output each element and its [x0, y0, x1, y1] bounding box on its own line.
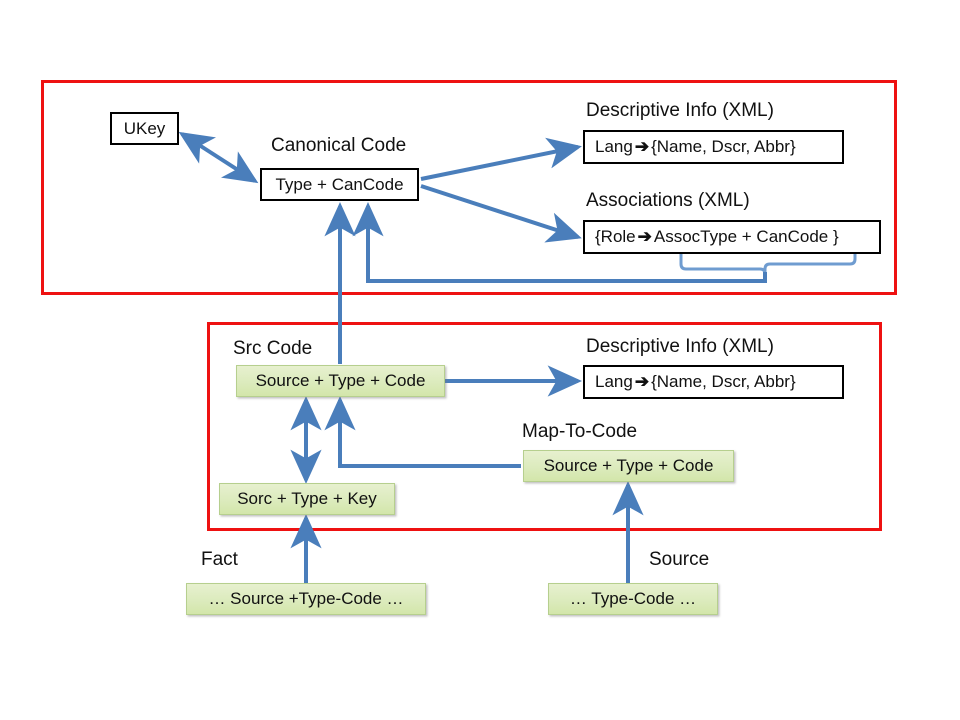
fact-caption: Fact	[201, 549, 238, 570]
rightwards-arrow-icon: ➔	[634, 137, 650, 156]
map-to-code-box[interactable]: Source + Type + Code	[523, 450, 734, 482]
canonical-layer-group	[41, 80, 897, 295]
ukey-box-label: UKey	[123, 118, 166, 138]
map-to-code-caption: Map-To-Code	[522, 421, 638, 442]
sorc-type-key-box[interactable]: Sorc + Type + Key	[219, 483, 395, 515]
fact-box[interactable]: … Source +Type-Code …	[186, 583, 426, 615]
rightwards-arrow-icon: ➔	[634, 372, 650, 391]
source-descinfo-left: Lang	[595, 372, 633, 391]
src-code-box[interactable]: Source + Type + Code	[236, 365, 445, 397]
canonical-descriptive-info-box[interactable]: Lang ➔ {Name, Dscr, Abbr}	[583, 130, 844, 164]
associations-right: AssocType + CanCode }	[653, 227, 839, 246]
canonical-descriptive-info-caption: Descriptive Info (XML)	[586, 100, 774, 121]
fact-box-label: … Source +Type-Code …	[208, 589, 404, 608]
source-descinfo-right: {Name, Dscr, Abbr}	[651, 372, 796, 391]
rightwards-arrow-icon: ➔	[637, 227, 652, 246]
canonical-descinfo-left: Lang	[595, 137, 633, 156]
associations-caption: Associations (XML)	[586, 190, 750, 211]
canonical-code-box-label: Type + CanCode	[275, 174, 404, 194]
sorc-type-key-box-label: Sorc + Type + Key	[237, 489, 377, 508]
map-to-code-box-label: Source + Type + Code	[543, 456, 714, 475]
associations-box[interactable]: {Role ➔ AssocType + CanCode }	[583, 220, 881, 254]
source-descriptive-info-box[interactable]: Lang ➔ {Name, Dscr, Abbr}	[583, 365, 844, 399]
canonical-code-caption: Canonical Code	[271, 135, 407, 156]
source-box-label: … Type-Code …	[569, 589, 697, 608]
associations-left: {Role	[595, 227, 636, 246]
canonical-code-box[interactable]: Type + CanCode	[260, 168, 419, 201]
src-code-caption: Src Code	[233, 338, 313, 359]
src-code-box-label: Source + Type + Code	[255, 371, 426, 390]
source-box[interactable]: … Type-Code …	[548, 583, 718, 615]
source-descriptive-info-caption: Descriptive Info (XML)	[586, 336, 774, 357]
source-layer-group	[207, 322, 882, 531]
source-caption: Source	[649, 549, 710, 570]
canonical-descinfo-right: {Name, Dscr, Abbr}	[651, 137, 796, 156]
ukey-box[interactable]: UKey	[110, 112, 179, 145]
